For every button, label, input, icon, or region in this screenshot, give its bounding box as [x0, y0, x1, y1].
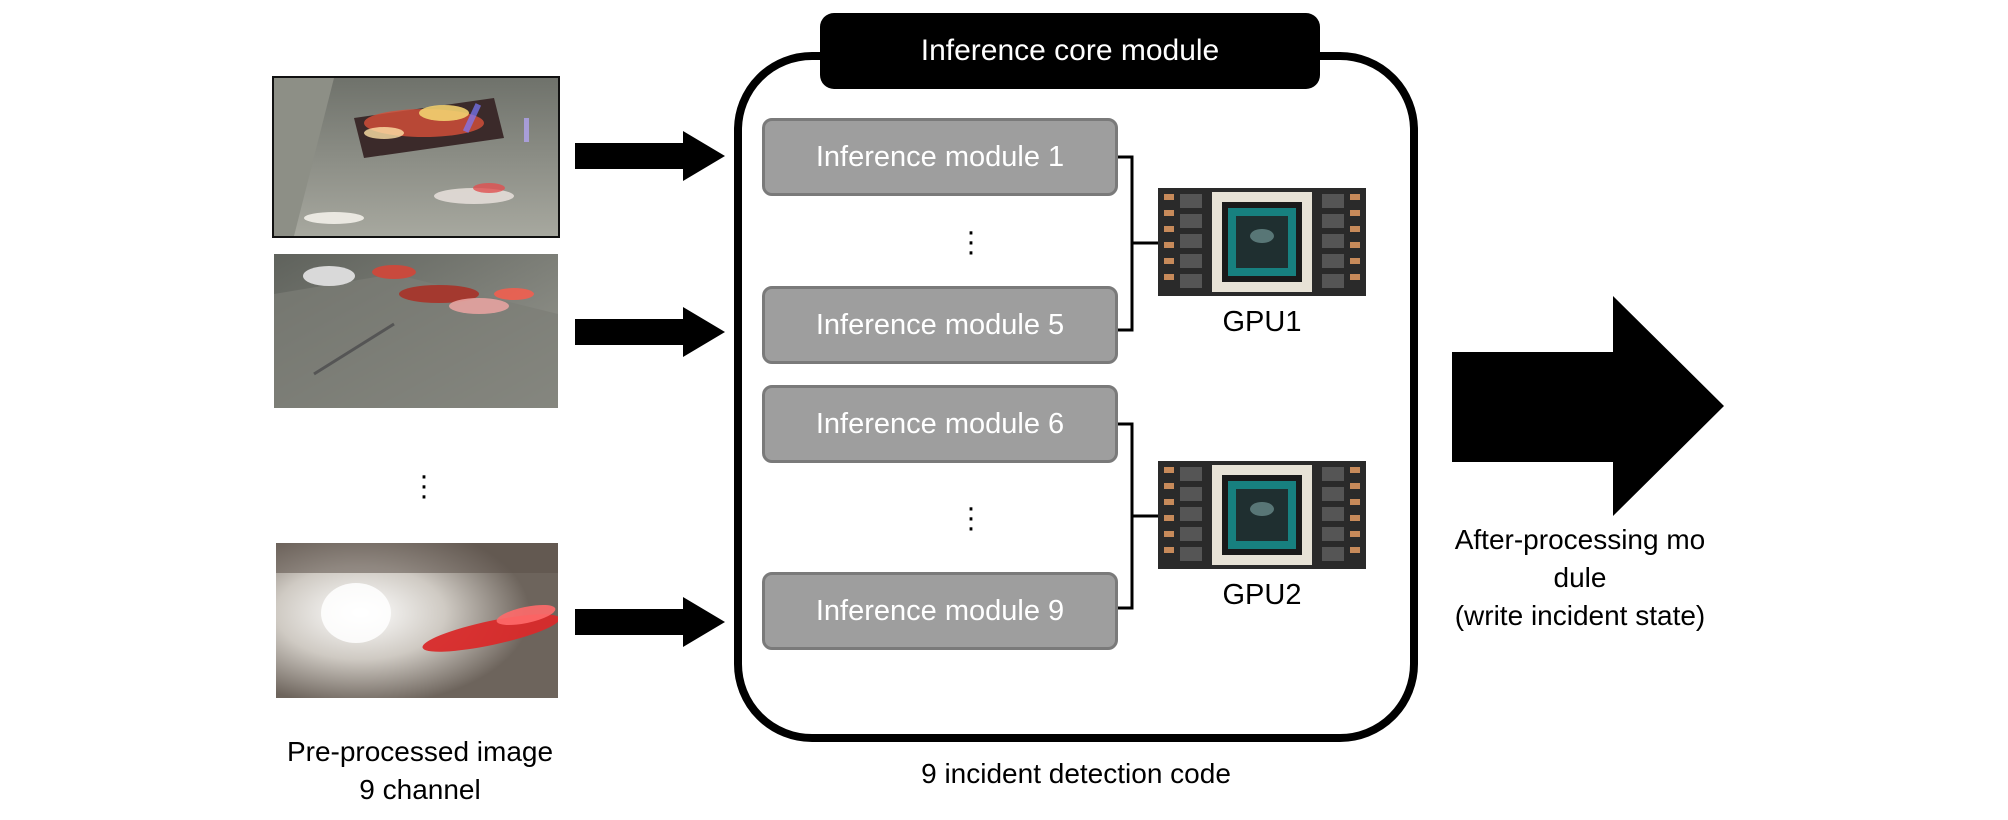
inputs-caption-line1: Pre-processed image	[286, 736, 554, 767]
output-caption-line3: (write incident state)	[1454, 600, 1706, 631]
inference-module-6: Inference module 6	[762, 385, 1118, 463]
input-image-3	[276, 543, 558, 698]
gpu1-label: GPU1	[1222, 306, 1302, 338]
inference-module-1: Inference module 1	[762, 118, 1118, 196]
output-arrow	[1452, 296, 1724, 516]
modules-ellipsis-2: ···	[966, 491, 976, 544]
gpu1-icon	[1158, 188, 1366, 296]
inputs-caption-line2: 9 channel	[359, 774, 481, 805]
images-ellipsis: ···	[419, 459, 429, 512]
inputs-caption: Pre-processed image 9 channel	[250, 733, 590, 809]
inference-module-5: Inference module 5	[762, 286, 1118, 364]
core-caption: 9 incident detection code	[921, 758, 1231, 789]
output-caption: After-processing mo dule (write incident…	[1420, 521, 1740, 635]
inference-module-9: Inference module 9	[762, 572, 1118, 650]
output-caption-line2: dule	[1553, 562, 1607, 593]
modules-ellipsis-1: ···	[966, 215, 976, 268]
output-caption-line1: After-processing mo	[1454, 524, 1706, 555]
input-arrow-1	[575, 131, 725, 181]
gpu2-label: GPU2	[1222, 579, 1302, 611]
input-image-2	[274, 254, 558, 408]
input-arrow-2	[575, 307, 725, 357]
inference-core-title: Inference core module	[820, 13, 1320, 89]
input-arrow-3	[575, 597, 725, 647]
gpu2-icon	[1158, 461, 1366, 569]
input-image-1	[272, 76, 560, 238]
